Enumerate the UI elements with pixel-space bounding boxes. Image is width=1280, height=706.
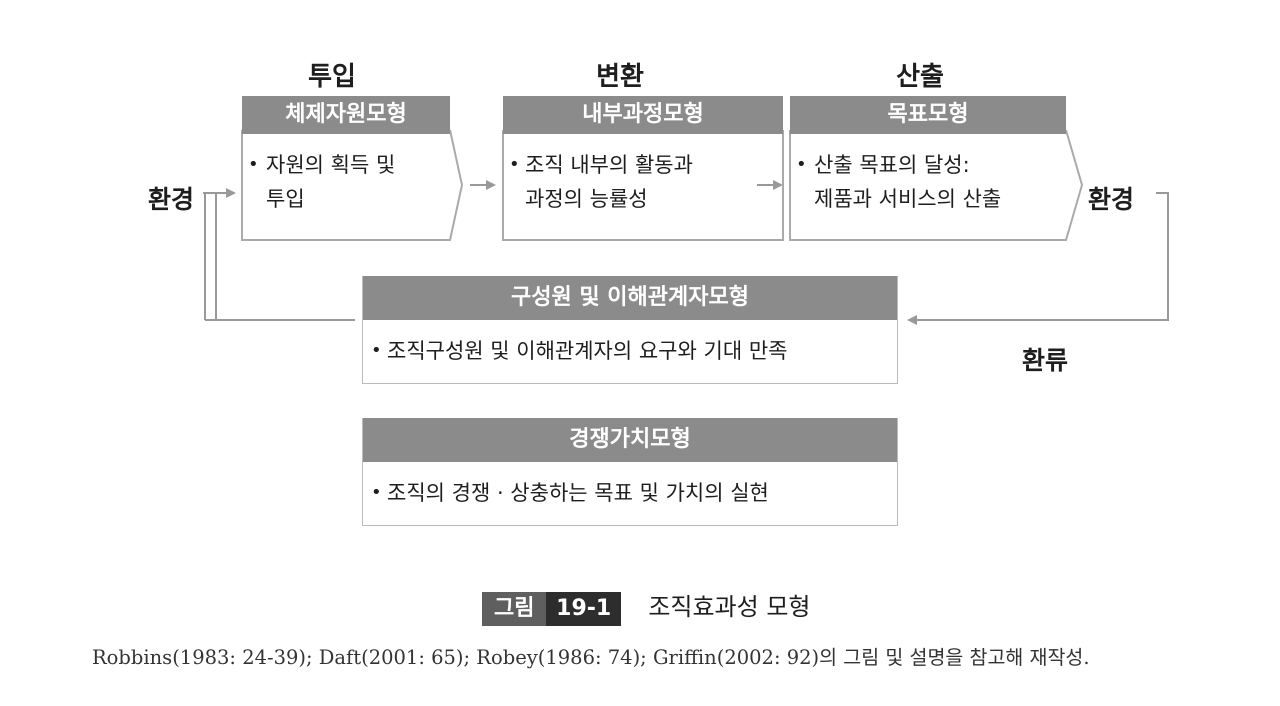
figure-caption: 그림 19-1 조직효과성 모형 xyxy=(482,587,811,626)
internal-process-model-title: 내부과정모형 xyxy=(503,96,783,134)
feedback-label: 환류 xyxy=(1022,346,1069,375)
feedback-connector xyxy=(915,192,1169,321)
stakeholder-model: 구성원 및 이해관계자모형 • 조직구성원 및 이해관계자의 요구와 기대 만족 xyxy=(362,276,898,384)
stage-label-transform: 변환 xyxy=(596,62,644,92)
goal-model: 목표모형 • 산출 목표의 달성: 제품과 서비스의 산출 xyxy=(790,96,1066,240)
figure-number: 19-1 xyxy=(546,592,622,626)
system-resource-line-2: 투입 xyxy=(266,187,305,211)
figure-label: 그림 xyxy=(494,596,535,621)
stage-label-output: 산출 xyxy=(896,62,944,92)
source-note: Robbins(1983: 24-39); Daft(2001: 65); Ro… xyxy=(92,646,1090,669)
system-resource-model-title: 체제자원모형 xyxy=(242,96,450,134)
bullet: • xyxy=(371,482,382,503)
bullet: • xyxy=(796,154,807,175)
figure-title: 조직효과성 모형 xyxy=(648,593,811,621)
internal-process-model: 내부과정모형 • 조직 내부의 활동과 과정의 능률성 xyxy=(503,96,783,240)
environment-label-right: 환경 xyxy=(1088,185,1135,214)
competing-values-line-1: 조직의 경쟁 · 상충하는 목표 및 가치의 실현 xyxy=(387,481,769,505)
figure-tag: 그림 19-1 xyxy=(482,592,622,626)
goal-line-1: 산출 목표의 달성: xyxy=(814,153,970,177)
goal-model-title: 목표모형 xyxy=(790,96,1066,134)
system-resource-line-1: 자원의 획득 및 xyxy=(266,153,396,177)
system-resource-model: 체제자원모형 • 자원의 획득 및 투입 xyxy=(242,96,450,240)
internal-process-line-1: 조직 내부의 활동과 xyxy=(525,153,693,177)
stakeholder-model-title: 구성원 및 이해관계자모형 xyxy=(363,276,897,320)
competing-values-model-title: 경쟁가치모형 xyxy=(363,418,897,462)
stage-label-input: 투입 xyxy=(308,62,356,92)
internal-process-line-2: 과정의 능률성 xyxy=(525,187,648,211)
environment-label-left: 환경 xyxy=(148,185,195,214)
goal-line-2: 제품과 서비스의 산출 xyxy=(814,187,1002,211)
stakeholder-line-1: 조직구성원 및 이해관계자의 요구와 기대 만족 xyxy=(387,339,788,363)
bullet: • xyxy=(371,340,382,361)
bullet: • xyxy=(248,154,259,175)
bullet: • xyxy=(509,154,520,175)
competing-values-model: 경쟁가치모형 • 조직의 경쟁 · 상충하는 목표 및 가치의 실현 xyxy=(362,418,898,526)
